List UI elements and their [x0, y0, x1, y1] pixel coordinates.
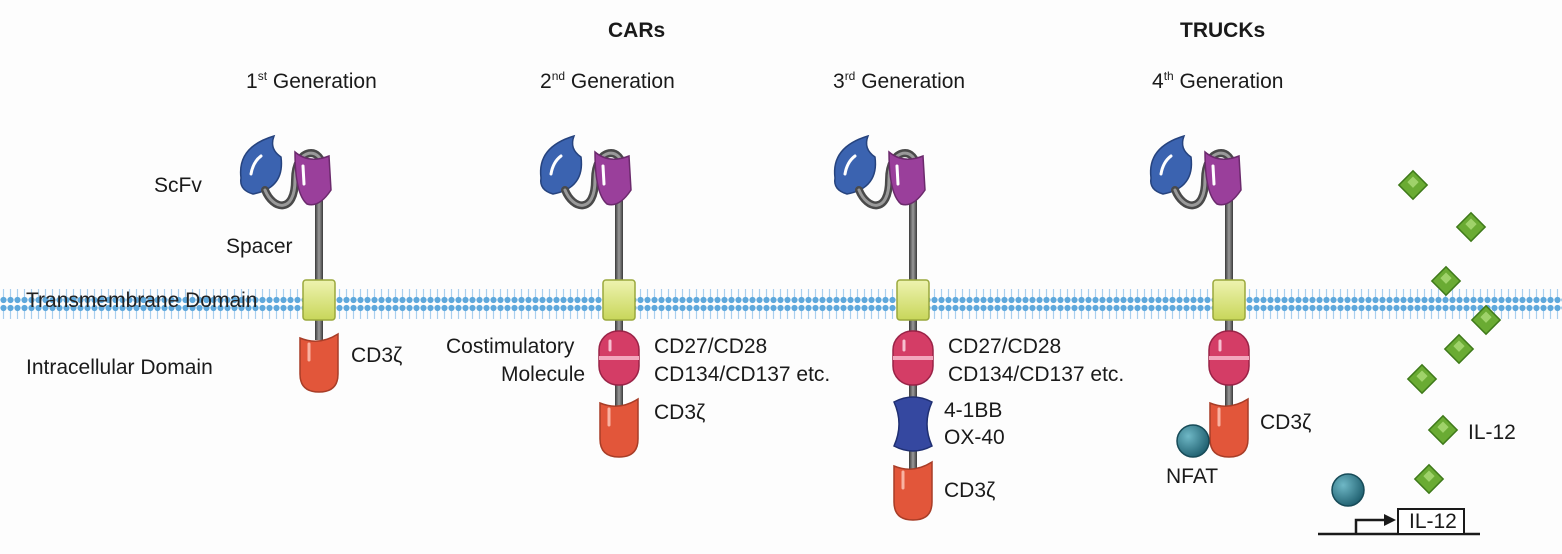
spacer-label: Spacer: [226, 235, 293, 258]
costimulatory-label: Costimulatory: [446, 335, 575, 358]
gen2-cd-line1: CD27/CD28: [654, 335, 768, 358]
nfat-molecule: [1176, 424, 1210, 458]
intracellular-label: Intracellular Domain: [26, 356, 213, 379]
gen2-scfv: [541, 136, 631, 205]
trucks-group-title: TRUCKs: [1180, 19, 1266, 42]
gen3-ox40-label: OX-40: [944, 426, 1005, 449]
gen3-scfv: [835, 136, 925, 205]
gen1-cd3z-domain: [298, 332, 340, 394]
gen2-cd-line2: CD134/CD137 etc.: [654, 363, 831, 386]
gen4-cd3z-domain: [1208, 397, 1250, 459]
nfat-bound-molecule: [1331, 473, 1365, 507]
gen4-costimulatory-domain: [1207, 329, 1251, 387]
gen3-cd3z-domain: [892, 460, 934, 522]
il12-diamond: [1428, 415, 1458, 445]
molecule-label: Molecule: [501, 363, 586, 386]
gen4-cd3z-label: CD3ζ: [1260, 411, 1312, 434]
gen3-cd-line2: CD134/CD137 etc.: [948, 363, 1125, 386]
gen1-cd3z-label: CD3ζ: [351, 344, 403, 367]
generation-4-title: 4th Generation: [1152, 69, 1284, 93]
il12-gene-box: [1397, 508, 1465, 535]
cars-group-title: CARs: [608, 19, 666, 42]
gen2-costimulatory-domain: [597, 329, 641, 387]
cell-membrane: [0, 281, 1562, 319]
il12-diamond: [1407, 364, 1437, 394]
il12-diamond: [1398, 170, 1428, 200]
car-gen4: [1151, 136, 1251, 459]
gen4-transmembrane: [1212, 279, 1246, 321]
generation-1-title: 1st Generation: [246, 69, 377, 93]
il12-secreted: [1398, 170, 1501, 494]
gen2-cd3z-domain: [598, 397, 640, 459]
il12-gene-construct: [1318, 473, 1480, 536]
gen3-transmembrane: [896, 279, 930, 321]
gen3-cd-line1: CD27/CD28: [948, 335, 1062, 358]
gen3-41bb-label: 4-1BB: [944, 399, 1003, 422]
transmembrane-label: Transmembrane Domain: [26, 289, 258, 312]
gen2-cd3z-label: CD3ζ: [654, 401, 706, 424]
gen4-scfv: [1151, 136, 1241, 205]
promoter-arrowhead: [1384, 514, 1396, 526]
il12-label: IL-12: [1468, 421, 1516, 444]
scfv-label: ScFv: [154, 174, 202, 197]
il12-diamond: [1444, 334, 1474, 364]
nfat-label: NFAT: [1166, 465, 1219, 488]
gen1-stalk: [315, 190, 323, 340]
generation-2-title: 2nd Generation: [540, 69, 675, 93]
gen3-cd3z-label: CD3ζ: [944, 479, 996, 502]
gen1-transmembrane: [302, 279, 336, 321]
generation-3-title: 3rd Generation: [833, 69, 966, 93]
gen3-ox40-domain: [893, 396, 933, 452]
il12-gene-label: IL-12: [1409, 510, 1457, 533]
gen3-costimulatory-domain: [891, 329, 935, 387]
promoter-arrow: [1354, 518, 1386, 534]
car-gen3: [835, 136, 935, 522]
car-gen1: [241, 136, 340, 394]
gen1-scfv: [241, 136, 331, 205]
gen2-transmembrane: [602, 279, 636, 321]
car-gen2: [541, 136, 641, 459]
il12-diamond: [1456, 212, 1486, 242]
il12-diamond: [1414, 464, 1444, 494]
